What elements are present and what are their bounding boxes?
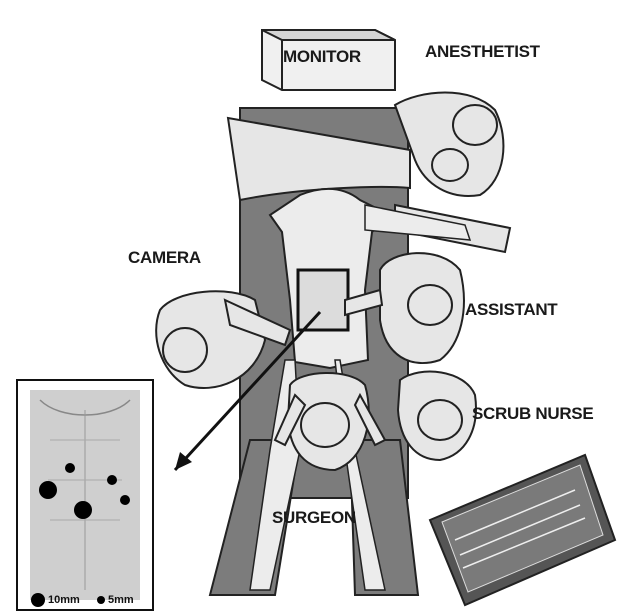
- port-5mm-1: [65, 463, 75, 473]
- port-5mm-3: [120, 495, 130, 505]
- label-monitor: MONITOR: [283, 47, 361, 67]
- surgical-field: [298, 270, 348, 330]
- port-inset: [17, 380, 153, 610]
- legend-5mm-dot: [97, 596, 105, 604]
- port-5mm-2: [107, 475, 117, 485]
- label-assistant: ASSISTANT: [465, 300, 557, 320]
- label-camera: CAMERA: [128, 248, 201, 268]
- label-anesthetist: ANESTHETIST: [425, 42, 540, 62]
- label-surgeon: SURGEON: [272, 508, 356, 528]
- legend-10mm-dot: [31, 593, 45, 607]
- label-scrub-nurse: SCRUB NURSE: [472, 404, 593, 424]
- anesthetist-figure: [395, 93, 503, 196]
- monitor-top: [262, 30, 395, 40]
- legend-5mm: 5mm: [108, 594, 134, 606]
- instrument-tray: [430, 455, 615, 605]
- legend-10mm: 10mm: [48, 594, 80, 606]
- port-10mm-1: [39, 481, 57, 499]
- port-10mm-2: [74, 501, 92, 519]
- scrub-nurse-figure: [398, 372, 476, 460]
